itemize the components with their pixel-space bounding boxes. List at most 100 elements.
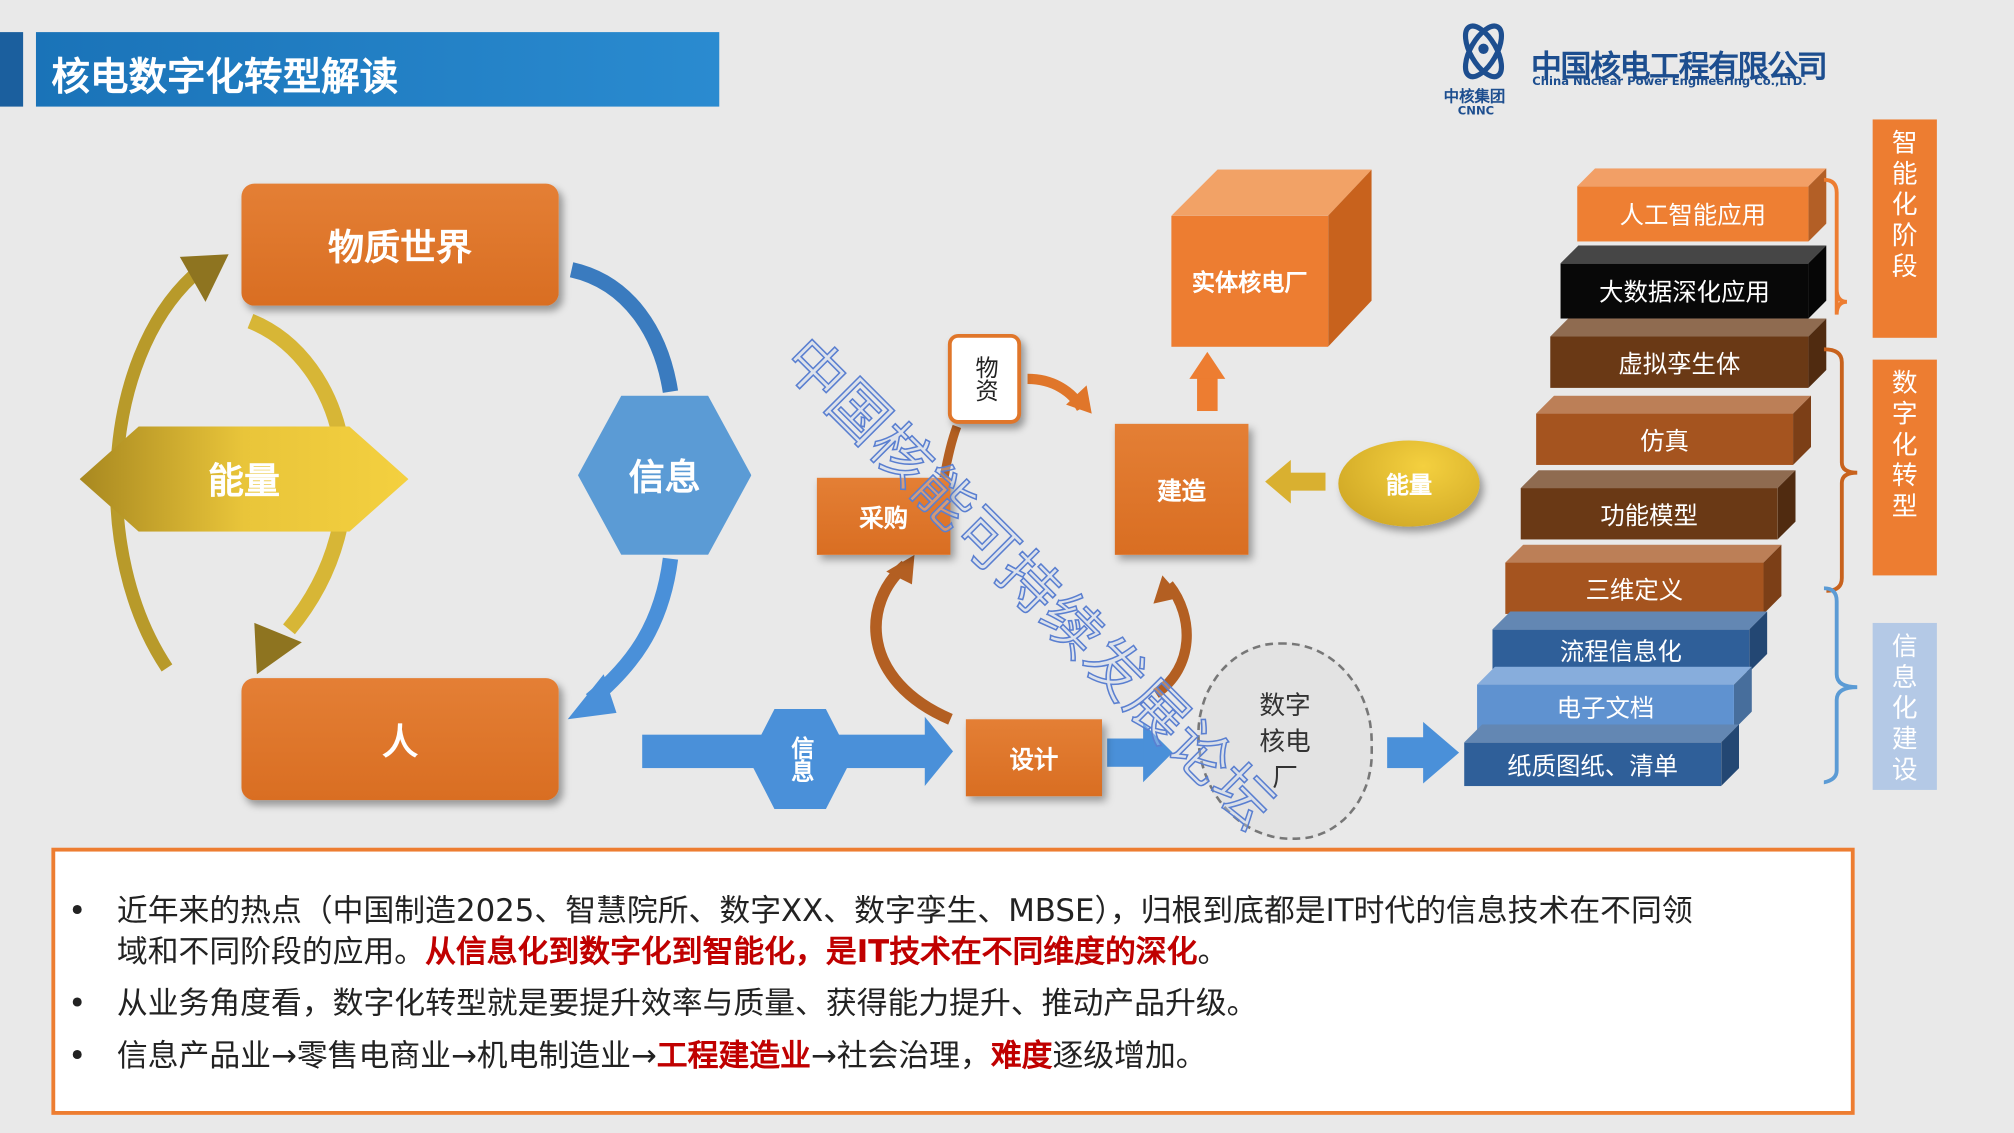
stair-top [1577, 168, 1826, 186]
info-small-label: 信息 [787, 735, 815, 783]
logo-group-en: CNNC [1457, 105, 1495, 119]
stair-top [1477, 667, 1752, 685]
bullet-text: 域和不同阶段的应用。从信息化到数字化到智能化，是IT技术在不同维度的深化。 [117, 931, 1228, 972]
stair-step: 仿真 [1536, 396, 1811, 465]
stair-step: 纸质图纸、清单 [1464, 724, 1739, 787]
stair-side [1808, 319, 1826, 388]
stair-label: 三维定义 [1585, 576, 1684, 605]
stair-label: 纸质图纸、清单 [1507, 752, 1679, 781]
people-box: 人 [241, 678, 559, 801]
stair-step: 虚拟孪生体 [1550, 319, 1826, 388]
stair-top [1521, 470, 1796, 488]
stair-side [1808, 245, 1826, 318]
highlight-text: 工程建造业 [656, 1037, 811, 1074]
stair-side [1763, 545, 1781, 614]
logo-company-cn: 中国核电工程有限公司 [1531, 48, 1828, 85]
stair-side [1778, 470, 1796, 539]
body-text: 近年来的热点（中国制造2025、智慧院所、数字XX、数字孪生、MBSE），归根到… [116, 892, 1693, 929]
info-label: 信息 [628, 455, 701, 499]
stage-brackets [1823, 177, 1858, 785]
stair-top [1536, 396, 1811, 414]
stair-top [1550, 319, 1826, 337]
bullet-text: 从业务角度看，数字化转型就是要提升效率与质量、获得能力提升、推动产品升级。 [117, 983, 1258, 1024]
stair-step: 三维定义 [1505, 545, 1781, 614]
stage-label-char: 转 [1891, 459, 1918, 491]
up-arrow [1197, 372, 1218, 412]
stair-step: 功能模型 [1520, 470, 1796, 540]
energy-ellipse: 能量 [1338, 440, 1480, 527]
stage-label-char: 息 [1891, 661, 1918, 693]
stair-top [1464, 724, 1739, 742]
procurement-label: 采购 [859, 504, 909, 533]
stair-step: 大数据深化应用 [1560, 245, 1827, 319]
construction-label: 建造 [1157, 477, 1207, 506]
procurement-box: 采购 [816, 477, 951, 555]
stage-label-char: 建 [1891, 723, 1918, 754]
page-title: 核电数字化转型解读 [51, 55, 399, 101]
materials-box: 物资 [947, 333, 1022, 424]
cloud-line-2: 核电 [1259, 725, 1311, 757]
logo-group-cn: 中核集团 [1443, 87, 1506, 106]
stair-label: 流程信息化 [1559, 638, 1682, 667]
body-text: 。 [1197, 933, 1229, 970]
stair-side [1808, 168, 1826, 241]
highlight-text: 从信息化到数字化到智能化，是IT技术在不同维度的深化 [425, 933, 1198, 970]
highlight-text: 难度 [990, 1037, 1053, 1074]
stair-label: 人工智能应用 [1619, 201, 1767, 230]
stage-label-char: 阶 [1891, 219, 1918, 251]
stage-intelligent: 智能化阶段 [1872, 119, 1937, 338]
bullet-dot: • [68, 892, 87, 929]
header-accent-strip [0, 32, 24, 107]
stage-label-char: 字 [1891, 398, 1918, 429]
arrowhead [179, 254, 229, 302]
plant-label: 实体核电厂 [1191, 269, 1308, 297]
stage-label-char: 数 [1891, 367, 1918, 399]
stair-label: 大数据深化应用 [1599, 278, 1770, 307]
stair-step: 人工智能应用 [1577, 168, 1826, 242]
stair-label: 仿真 [1640, 427, 1689, 456]
digital-plant-cloud: 数字 核电 厂 [1197, 642, 1374, 840]
stage-label-char: 段 [1891, 250, 1918, 282]
material-world-box: 物质世界 [241, 183, 559, 306]
body-text: 从业务角度看，数字化转型就是要提升效率与质量、获得能力提升、推动产品升级。 [116, 985, 1258, 1022]
summary-box: • 近年来的热点（中国制造2025、智慧院所、数字XX、数字孪生、MBSE），归根… [51, 847, 1855, 1115]
body-text: 信息产品业→零售电商业→机电制造业→ [116, 1037, 657, 1074]
bullet-text: 信息产品业→零售电商业→机电制造业→工程建造业→社会治理，难度逐级增加。 [117, 1035, 1207, 1076]
stage-digital: 数字化转型 [1872, 359, 1937, 576]
stair-side [1793, 396, 1811, 465]
body-text: 逐级增加。 [1052, 1037, 1207, 1074]
body-text: →社会治理， [810, 1037, 991, 1074]
stair-side [1734, 667, 1752, 730]
stage-label-char: 设 [1891, 753, 1918, 785]
header-bar: 核电数字化转型解读 [35, 32, 720, 107]
stage-label-char: 智 [1891, 127, 1918, 158]
stage-label-char: 化 [1891, 188, 1918, 220]
design-label: 设计 [1009, 745, 1059, 774]
arrow-material-to-info [569, 262, 679, 393]
stair-label: 虚拟孪生体 [1618, 349, 1741, 379]
cloud-line-3: 厂 [1272, 761, 1298, 793]
bullet-text: 近年来的热点（中国制造2025、智慧院所、数字XX、数字孪生、MBSE），归根到… [117, 890, 1693, 931]
stair-side [1721, 724, 1739, 786]
stage-information: 信息化建设 [1872, 622, 1937, 790]
design-box: 设计 [965, 719, 1103, 797]
stage-label-char: 化 [1891, 428, 1918, 460]
energy-label: 能量 [208, 459, 280, 503]
material-label: 物质世界 [328, 225, 473, 268]
stage-label-char: 型 [1891, 490, 1918, 522]
stair-top [1492, 611, 1767, 629]
stair-top [1561, 245, 1827, 263]
logo-company-en: China Nuclear Power Engineering Co.,LTD. [1532, 75, 1807, 89]
atom-icon [1462, 23, 1505, 80]
stair-step: 流程信息化 [1492, 611, 1767, 672]
people-label: 人 [382, 719, 419, 763]
company-logo: 中核集团 CNNC 中国核电工程有限公司 China Nuclear Power… [1439, 18, 1863, 123]
stage-label-char: 化 [1891, 692, 1918, 724]
physical-plant-cube: 实体核电厂 [1171, 169, 1372, 347]
stair-side [1749, 611, 1767, 671]
left-arrow [1284, 472, 1326, 491]
body-text: 域和不同阶段的应用。 [116, 933, 426, 970]
stair-label: 功能模型 [1600, 501, 1698, 530]
stair-step: 电子文档 [1477, 667, 1752, 730]
